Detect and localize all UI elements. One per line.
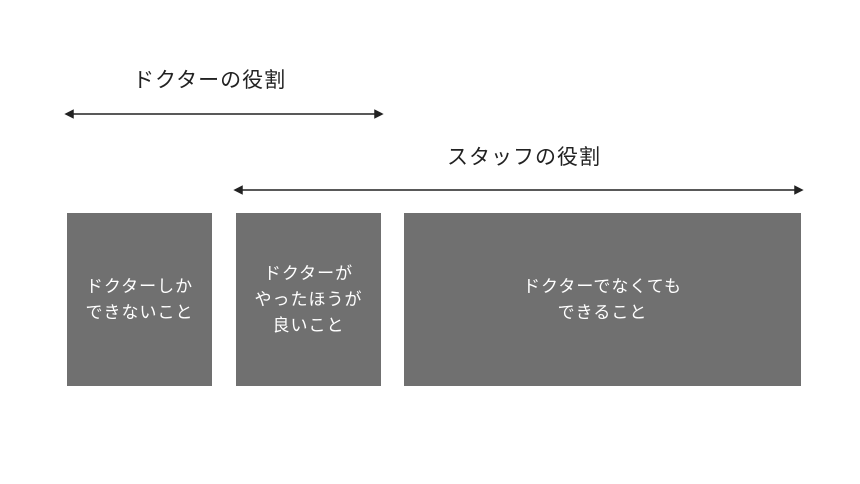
box-line: できること	[557, 302, 648, 323]
non-doctor-box: ドクターでなくても できること	[404, 213, 801, 386]
doctor-only-text: ドクターしか できないこと	[86, 274, 194, 326]
doctor-role-arrow	[64, 109, 384, 119]
doctor-role-label: ドクターの役割	[133, 68, 287, 92]
box-line: できないこと	[85, 302, 194, 323]
box-line: ドクターでなくても	[523, 276, 682, 297]
staff-role-arrow	[233, 185, 804, 195]
non-doctor-text: ドクターでなくても できること	[523, 274, 682, 326]
box-line: ドクターが	[263, 263, 354, 284]
box-line: やったほうが	[254, 289, 363, 310]
box-line: 良いこと	[272, 315, 345, 336]
box-line: ドクターしか	[85, 276, 194, 297]
doctor-preferred-text: ドクターが やったほうが 良いこと	[255, 261, 363, 339]
doctor-only-box: ドクターしか できないこと	[67, 213, 212, 386]
doctor-preferred-box: ドクターが やったほうが 良いこと	[236, 213, 381, 386]
staff-role-label: スタッフの役割	[447, 145, 601, 169]
